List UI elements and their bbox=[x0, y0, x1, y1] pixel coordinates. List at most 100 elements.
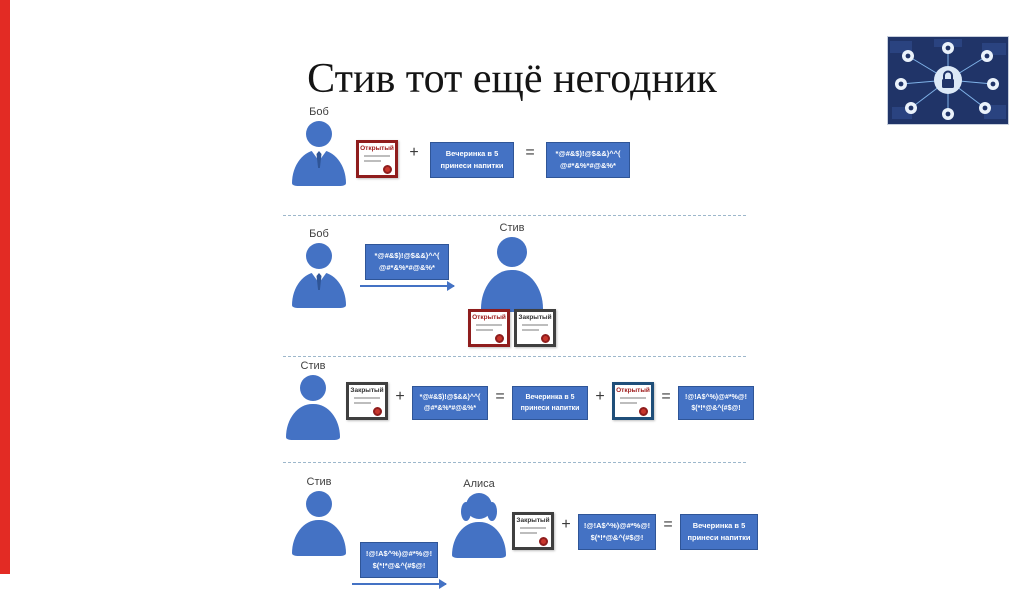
certificate-text-line bbox=[520, 527, 546, 529]
certificate-label: Закрытый bbox=[350, 387, 384, 394]
cipher-box-b: !@!A$^%)@#*%@! $(*!*@&^(#$@! bbox=[360, 542, 438, 578]
cipher-line: !@!A$^%)@#*%@! bbox=[583, 521, 651, 530]
person-icon-alice bbox=[452, 493, 506, 558]
message-line: принеси напитки bbox=[687, 533, 751, 542]
certificate-text-line bbox=[520, 532, 537, 534]
security-network-graphic bbox=[888, 37, 1008, 124]
person-label-steve: Стив bbox=[499, 222, 525, 234]
person-icon-bob bbox=[292, 243, 346, 308]
certificate-text-line bbox=[476, 324, 502, 326]
equals-operator: = bbox=[661, 388, 671, 405]
cipher-line: *@#&$)!@$&&)^^( bbox=[555, 149, 621, 158]
cipher-line: @#*&%*#@&%* bbox=[423, 405, 477, 413]
arrow-right-icon bbox=[352, 579, 447, 589]
cipher-line: *@#&$)!@$&&)^^( bbox=[374, 251, 440, 260]
divider-dashed bbox=[283, 462, 746, 463]
person-steve: Стив Открытый Закрытый bbox=[468, 222, 556, 347]
certificate-private-key: Закрытый bbox=[512, 512, 554, 550]
cipher-line: *@#&$)!@$&&)^^( bbox=[419, 394, 481, 401]
certificate-text-line bbox=[364, 160, 381, 162]
message-box-party: Вечеринка в 5 принеси напитки bbox=[430, 142, 514, 178]
arrow-right-icon bbox=[360, 281, 455, 291]
person-body bbox=[286, 404, 340, 440]
certificate-text-line bbox=[620, 397, 646, 399]
cipher-line: @#*&%*#@&%* bbox=[379, 263, 435, 272]
equals-operator: = bbox=[495, 388, 505, 405]
person-head bbox=[306, 121, 332, 147]
person-label-alice: Алиса bbox=[463, 478, 495, 490]
message-box-party: Вечеринка в 5 принеси напитки bbox=[512, 386, 588, 421]
person-head bbox=[306, 491, 332, 517]
seal-icon bbox=[639, 407, 648, 416]
divider-dashed bbox=[283, 215, 746, 216]
seal-icon bbox=[495, 334, 504, 343]
message-transfer: *@#&$)!@$&&)^^( @#*&%*#@&%* bbox=[360, 244, 455, 291]
certificate-public-key: Открытый bbox=[468, 309, 510, 347]
equals-operator: = bbox=[525, 144, 535, 161]
seal-icon bbox=[373, 407, 382, 416]
cipher-box-a: *@#&$)!@$&&)^^( @#*&%*#@&%* bbox=[412, 386, 488, 421]
plus-operator: + bbox=[561, 516, 571, 533]
person-label-bob: Боб bbox=[309, 106, 329, 118]
message-line: принеси напитки bbox=[440, 161, 504, 170]
equals-operator: = bbox=[663, 516, 673, 533]
cipher-box-a: *@#&$)!@$&&)^^( @#*&%*#@&%* bbox=[365, 244, 449, 280]
person-head bbox=[461, 493, 497, 521]
certificate-label: Закрытый bbox=[516, 517, 550, 524]
certificate-pair: Открытый Закрытый bbox=[468, 309, 556, 347]
cipher-box-b: !@!A$^%)@#*%@! $(*!*@&^(#$@! bbox=[678, 386, 754, 421]
certificate-public-key: Открытый bbox=[612, 382, 654, 420]
person-icon-steve bbox=[286, 375, 340, 440]
diagram-row-reencrypt: Стив Закрытый + *@#&$)!@$&&)^^( @#*&%*#@… bbox=[286, 356, 754, 440]
person-steve: Стив bbox=[286, 360, 340, 440]
person-body bbox=[292, 520, 346, 556]
person-alice: Алиса bbox=[452, 478, 506, 558]
certificate-public-key: Открытый bbox=[356, 140, 398, 178]
accent-bar bbox=[0, 0, 10, 574]
person-bob: Боб bbox=[292, 106, 346, 186]
seal-icon bbox=[541, 334, 550, 343]
security-network-image bbox=[887, 36, 1009, 125]
person-label-bob: Боб bbox=[309, 228, 329, 240]
person-label-steve: Стив bbox=[300, 360, 326, 372]
plus-operator: + bbox=[595, 388, 605, 405]
diagram-row-deliver: Стив !@!A$^%)@#*%@! $(*!*@&^(#$@! Алиса … bbox=[292, 470, 758, 589]
page-title: Стив тот ещё негодник bbox=[307, 56, 717, 102]
person-icon-steve bbox=[481, 237, 543, 312]
certificate-text-line bbox=[354, 402, 371, 404]
cipher-line: !@!A$^%)@#*%@! bbox=[365, 549, 433, 558]
message-line: Вечеринка в 5 bbox=[692, 521, 746, 530]
certificate-label: Открытый bbox=[616, 387, 650, 394]
certificate-private-key: Закрытый bbox=[346, 382, 388, 420]
person-icon-steve bbox=[292, 491, 346, 556]
cipher-box-a: *@#&$)!@$&&)^^( @#*&%*#@&%* bbox=[546, 142, 630, 178]
person-icon-bob bbox=[292, 121, 346, 186]
person-bob: Боб bbox=[292, 228, 346, 308]
certificate-text-line bbox=[354, 397, 380, 399]
person-label-steve: Стив bbox=[306, 476, 332, 488]
seal-icon bbox=[383, 165, 392, 174]
person-head bbox=[497, 237, 527, 267]
certificate-text-line bbox=[364, 155, 390, 157]
message-box-party: Вечеринка в 5 принеси напитки bbox=[680, 514, 758, 550]
person-head bbox=[300, 375, 326, 401]
person-body bbox=[452, 522, 506, 558]
seal-icon bbox=[539, 537, 548, 546]
plus-operator: + bbox=[409, 144, 419, 161]
person-steve: Стив bbox=[292, 476, 346, 556]
certificate-label: Открытый bbox=[360, 145, 394, 152]
cipher-line: $(*!*@&^(#$@! bbox=[590, 533, 644, 542]
person-body bbox=[292, 272, 346, 308]
person-head bbox=[306, 243, 332, 269]
divider-dashed bbox=[283, 356, 746, 357]
certificate-text-line bbox=[620, 402, 637, 404]
certificate-label: Закрытый bbox=[518, 314, 552, 321]
person-body bbox=[481, 270, 543, 312]
cipher-box-b: !@!A$^%)@#*%@! $(*!*@&^(#$@! bbox=[578, 514, 656, 550]
message-line: принеси напитки bbox=[520, 405, 580, 413]
certificate-label: Открытый bbox=[472, 314, 506, 321]
certificate-private-key: Закрытый bbox=[514, 309, 556, 347]
person-body bbox=[292, 150, 346, 186]
cipher-line: $(*!*@&^(#$@! bbox=[372, 561, 426, 570]
message-line: Вечеринка в 5 bbox=[445, 149, 499, 158]
